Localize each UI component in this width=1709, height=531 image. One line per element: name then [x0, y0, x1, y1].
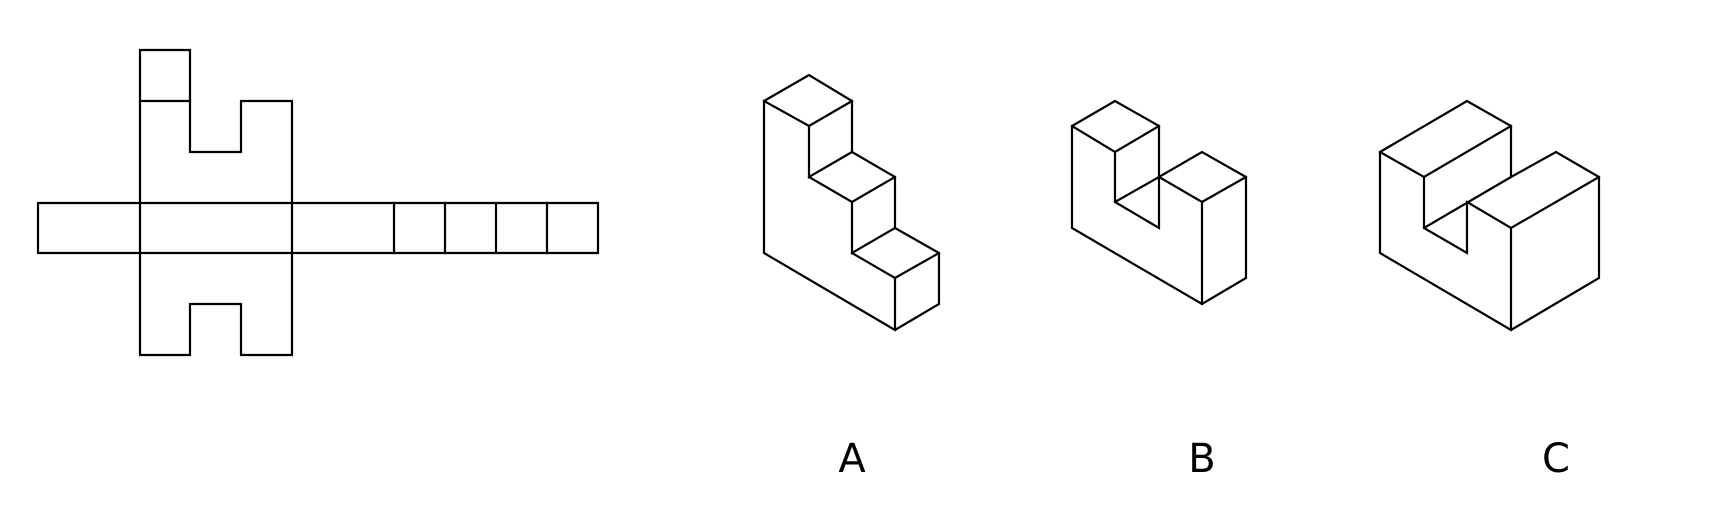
option-b-outline	[1070, 99, 1248, 306]
option-c-label: C	[1542, 436, 1570, 482]
option-a-edges	[762, 99, 941, 332]
option-b-label: B	[1188, 436, 1215, 482]
option-c-edges	[1378, 124, 1601, 332]
option-a-shape	[762, 73, 941, 332]
option-b-shape	[1070, 99, 1248, 306]
option-c-shape	[1378, 99, 1601, 332]
net-outline	[36, 48, 600, 357]
option-c-outline	[1378, 99, 1601, 332]
option-a-label: A	[838, 436, 866, 482]
unfolded-net	[36, 48, 600, 357]
option-b-edges	[1070, 124, 1248, 306]
